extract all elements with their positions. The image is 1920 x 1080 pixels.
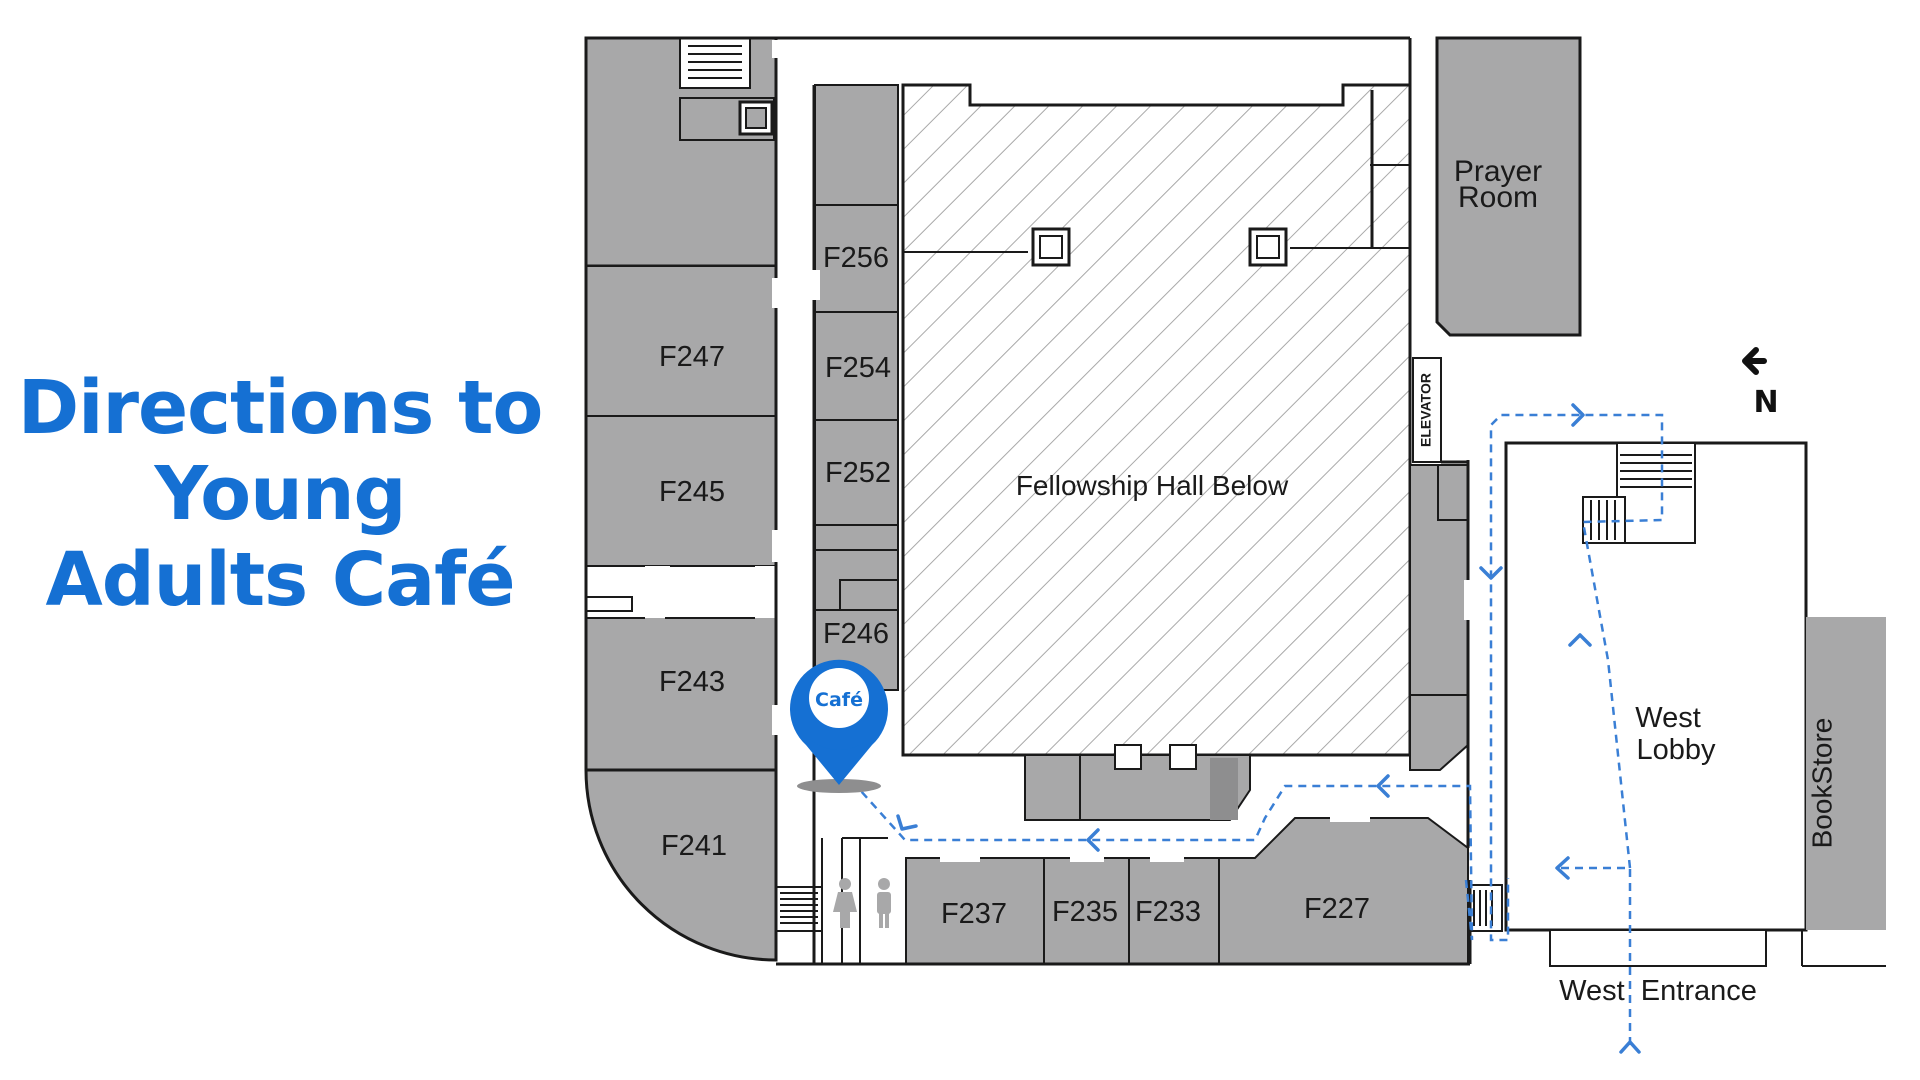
fellowship-hall xyxy=(901,83,1412,757)
room-f235 xyxy=(1043,857,1130,965)
label-f227: F227 xyxy=(1304,893,1370,925)
label-f233: F233 xyxy=(1135,896,1201,928)
room-f241 xyxy=(584,768,778,962)
label-fellowship-hall: Fellowship Hall Below xyxy=(1016,470,1289,501)
page-title: Directions to Young Adults Café xyxy=(10,365,550,623)
route-chevrons xyxy=(896,403,1641,1054)
west-entrance-vestibule xyxy=(1549,929,1767,967)
label-west-lobby-2: Lobby xyxy=(1636,734,1716,766)
title-line-1: Directions to xyxy=(17,365,544,451)
room-f227 xyxy=(1218,817,1469,965)
stair-nw-treads xyxy=(688,45,742,79)
label-prayer-room-2: Room xyxy=(1458,181,1538,214)
label-f246: F246 xyxy=(823,618,889,650)
compass-north-label: N xyxy=(1753,385,1778,420)
label-f254: F254 xyxy=(825,352,891,384)
bookstore xyxy=(1806,617,1886,930)
men-restroom-icon xyxy=(877,878,891,928)
map-pin-icon xyxy=(790,659,888,793)
label-f237: F237 xyxy=(941,898,1007,930)
title-line-2: Young xyxy=(154,451,407,537)
title-line-3: Adults Café xyxy=(45,537,515,623)
room-f256 xyxy=(814,204,899,313)
cafe-marker-label: Café xyxy=(815,689,863,711)
label-f256: F256 xyxy=(823,242,889,274)
label-f241: F241 xyxy=(661,830,727,862)
elevator xyxy=(1412,357,1442,463)
label-prayer-room-1: Prayer xyxy=(1454,155,1542,188)
room-prayer xyxy=(1435,36,1582,337)
route-path xyxy=(859,413,1664,1045)
label-bookstore: BookStore xyxy=(1806,718,1837,849)
label-f252: F252 xyxy=(825,457,891,489)
arrow-left-icon xyxy=(1742,347,1767,375)
label-elevator: ELEVATOR xyxy=(1418,373,1434,447)
label-west-entrance: West Entrance xyxy=(1559,975,1757,1007)
label-f243: F243 xyxy=(659,666,725,698)
label-f245: F245 xyxy=(659,476,725,508)
label-west-lobby-1: West xyxy=(1635,702,1701,734)
women-restroom-icon xyxy=(833,878,857,928)
label-f235: F235 xyxy=(1052,896,1118,928)
stair-lobby xyxy=(1616,442,1696,544)
label-f247: F247 xyxy=(659,341,725,373)
room-f247 xyxy=(585,265,777,417)
room-f254 xyxy=(814,311,899,421)
